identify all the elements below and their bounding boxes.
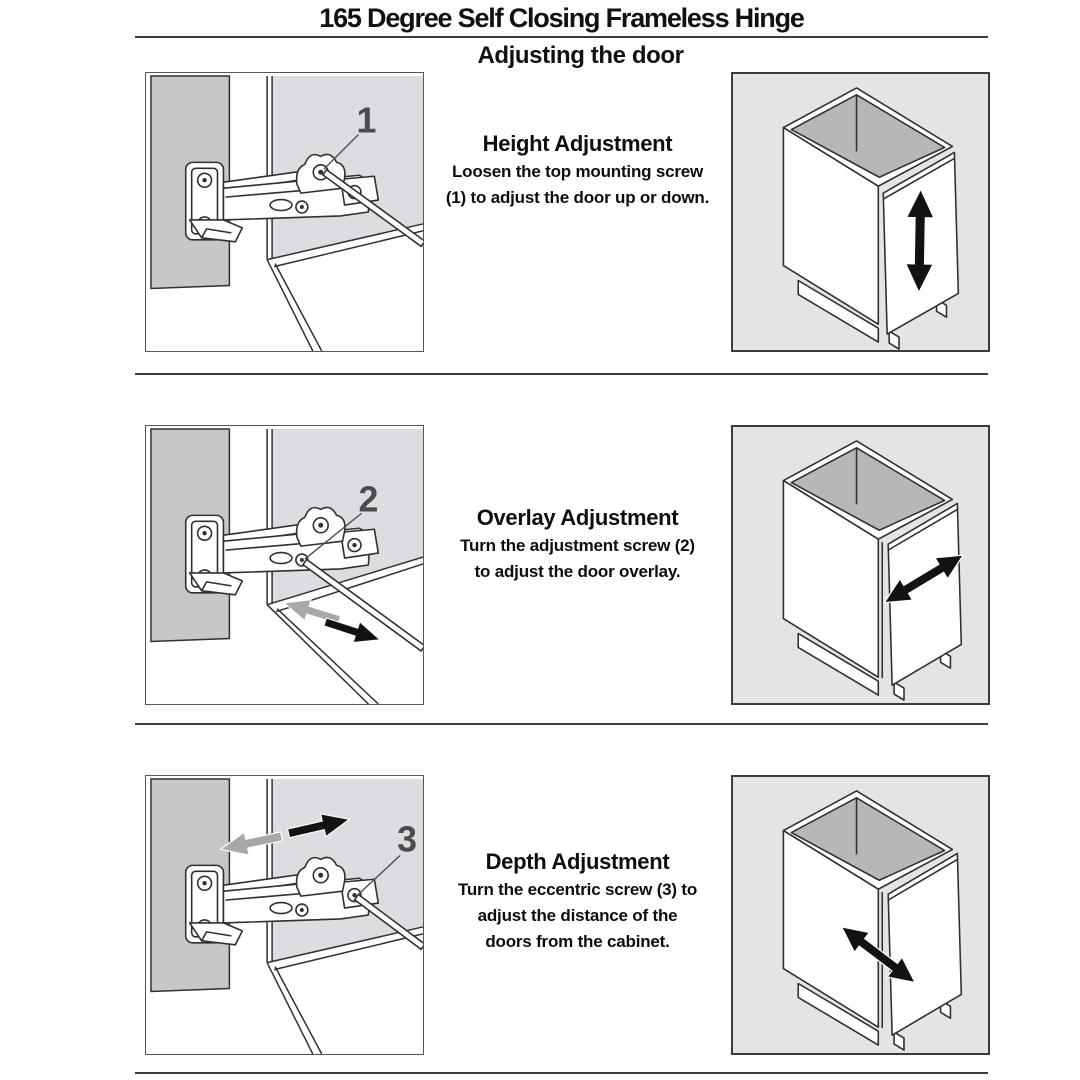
cabinet-illustration-overlay (731, 425, 990, 705)
text-depth-adjustment: Depth Adjustment Turn the eccentric scre… (424, 775, 731, 1055)
section-body-line: doors from the cabinet. (485, 932, 670, 951)
page-title: 165 Degree Self Closing Frameless Hinge (319, 3, 805, 33)
section-height-adjustment: 1 Height Adjustment Loosen the top mount… (145, 72, 1080, 352)
text-height-adjustment: Height Adjustment Loosen the top mountin… (424, 72, 731, 352)
bottom-rule (135, 1072, 988, 1074)
header: 165 Degree Self Closing Frameless Hinge (135, 0, 988, 36)
text-overlay-adjustment: Overlay Adjustment Turn the adjustment s… (424, 425, 731, 705)
hinge-illustration-overlay: 2 (145, 425, 424, 705)
callout-number-1: 1 (356, 101, 376, 141)
page-subtitle: Adjusting the door (477, 42, 684, 69)
section-overlay-adjustment: 2 Overlay Adjustment Turn the adjustment… (145, 425, 1080, 705)
callout-number-3: 3 (397, 819, 417, 859)
callout-number-2: 2 (358, 479, 378, 519)
cabinet-illustration-height (731, 72, 990, 352)
callout-leader (356, 854, 401, 897)
section-body-line: Turn the adjustment screw (2) (460, 536, 695, 555)
callout-leader (304, 512, 362, 560)
section-heading: Overlay Adjustment (476, 505, 679, 530)
section-heading: Depth Adjustment (485, 849, 670, 874)
cabinet-door (881, 852, 963, 1051)
section-heading: Height Adjustment (482, 131, 673, 156)
hinge-illustration-depth: 3 (145, 775, 424, 1055)
hinge-illustration-height: 1 (145, 72, 424, 352)
section-body-line: Turn the eccentric screw (3) to (457, 880, 698, 899)
section-body-line: to adjust the door overlay. (474, 562, 681, 581)
screwdriver-icon (321, 168, 423, 248)
section-body-line: Loosen the top mounting screw (451, 162, 704, 181)
section-depth-adjustment: 3 Depth Adjustment Turn the eccentric sc… (145, 775, 1080, 1055)
section-body-line: (1) to adjust the door up or down. (445, 188, 710, 207)
section-body-line: adjust the distance of the (477, 906, 678, 925)
section-divider (135, 373, 988, 375)
cabinet-illustration-depth (731, 775, 990, 1055)
callout-leader (323, 134, 359, 170)
title-rule (135, 36, 988, 38)
screwdriver-icon (301, 558, 423, 653)
section-divider (135, 723, 988, 725)
